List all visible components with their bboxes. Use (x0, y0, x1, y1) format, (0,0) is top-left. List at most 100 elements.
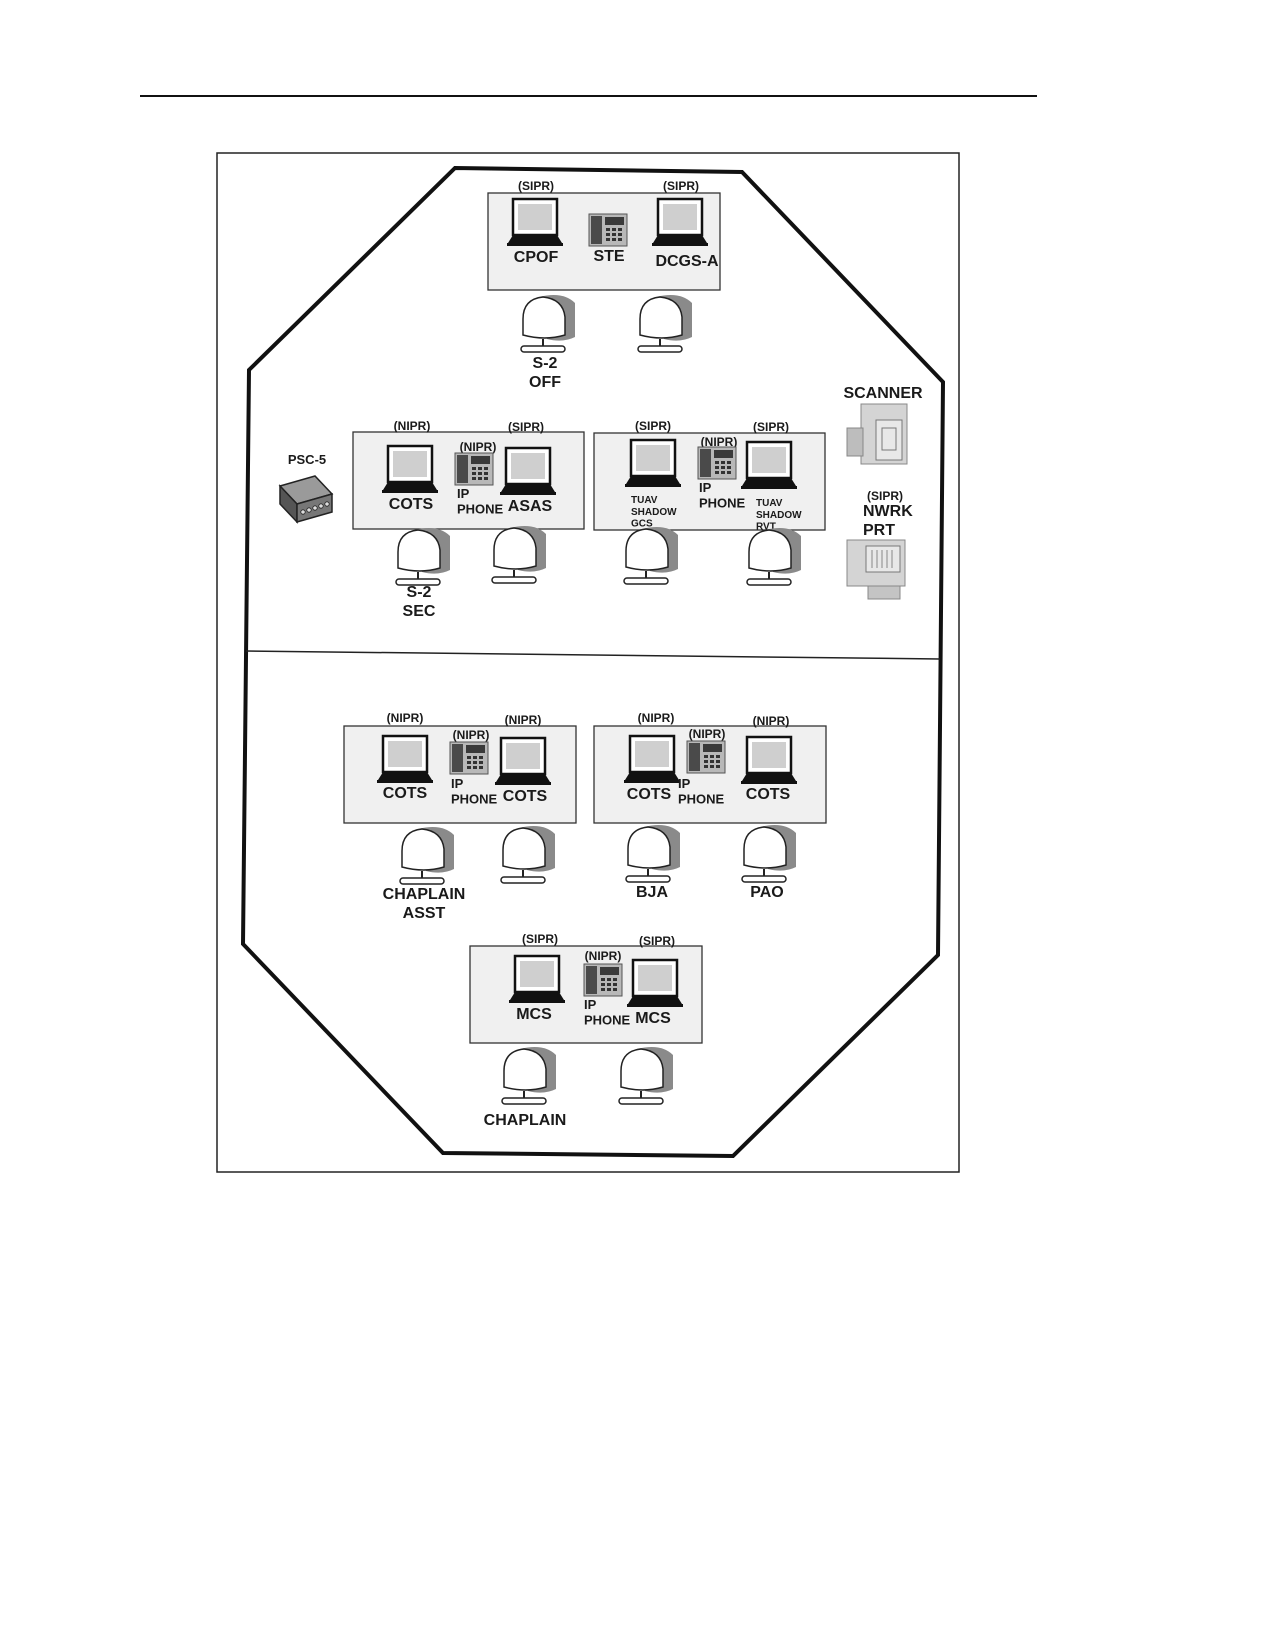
scanner-icon (846, 403, 908, 465)
phone-icon (454, 452, 494, 486)
laptop-icon (623, 438, 683, 489)
seat (618, 1046, 674, 1105)
workstation-mcs: (SIPR) MCS (507, 932, 567, 1023)
device-label: COTS (746, 786, 791, 803)
laptop-icon (493, 736, 553, 787)
seat-label: PAO (750, 884, 783, 901)
device-label: COTS (627, 786, 672, 803)
room-divider (245, 650, 941, 660)
chair-icon (500, 825, 556, 884)
seat (491, 525, 547, 584)
seat (399, 826, 455, 885)
laptop-icon (375, 734, 435, 785)
phone-icon (697, 446, 737, 480)
laptop-icon (739, 440, 799, 491)
chair-icon (399, 826, 455, 885)
seat (637, 294, 693, 353)
laptop-icon (380, 444, 440, 495)
radio-icon (278, 475, 334, 524)
chair-icon (520, 294, 576, 353)
seat (746, 527, 802, 586)
workstation-cots: (NIPR) COTS (375, 711, 435, 802)
octagon-room-outline (240, 165, 946, 1159)
device-label: MCS (516, 1006, 552, 1023)
figure-frame (216, 152, 960, 1173)
device-label: COTS (503, 788, 548, 805)
printer-icon (846, 539, 906, 600)
network-label: (SIPR) (639, 934, 675, 948)
chair-icon (623, 526, 679, 585)
seat-label: BJA (636, 884, 668, 901)
chair-icon (741, 824, 797, 883)
network-label: (SIPR) (522, 932, 558, 946)
seat (741, 824, 797, 883)
chair-icon (625, 824, 681, 883)
network-label: (NIPR) (387, 711, 424, 725)
network-label: (SIPR) (508, 420, 544, 434)
seat (625, 824, 681, 883)
phone-icon (686, 740, 726, 774)
laptop-icon (739, 735, 799, 786)
device-label: COTS (389, 496, 434, 513)
seat-label: CHAPLAIN (484, 1112, 567, 1129)
device-psc-5: PSC-5 (278, 452, 334, 524)
network-label: (NIPR) (753, 714, 790, 728)
workstation-cots: (NIPR) COTS (380, 419, 440, 513)
seat (520, 294, 576, 353)
seat (623, 526, 679, 585)
laptop-icon (650, 197, 710, 248)
network-label: (NIPR) (394, 419, 431, 433)
network-label: (NIPR) (638, 711, 675, 725)
laptop-icon (507, 954, 567, 1005)
device-label: SCANNER (843, 385, 923, 402)
workstation-cots: (NIPR) COTS (493, 713, 553, 805)
seat (501, 1046, 557, 1105)
phone-icon (588, 213, 628, 247)
network-label: (NIPR) (460, 440, 497, 454)
device-label: PSC-5 (288, 452, 326, 467)
network-label: (NIPR) (453, 728, 490, 742)
chair-icon (618, 1046, 674, 1105)
network-label: (NIPR) (585, 949, 622, 963)
device-label: COTS (383, 785, 428, 802)
workstation-cpof: (SIPR) CPOF (505, 179, 565, 266)
laptop-icon (505, 197, 565, 248)
workstation-cots: (NIPR) COTS (622, 711, 682, 803)
network-label: (SIPR) (867, 489, 903, 503)
device-label: MCS (635, 1010, 671, 1027)
workstation-asas: (SIPR) ASAS (498, 420, 558, 515)
device-label: ASAS (508, 498, 553, 515)
laptop-icon (625, 958, 685, 1009)
network-label: (NIPR) (701, 435, 738, 449)
chair-icon (637, 294, 693, 353)
phone-icon (449, 741, 489, 775)
laptop-icon (622, 734, 682, 785)
device-label: CPOF (514, 249, 559, 266)
device-label: STE (593, 248, 624, 265)
device-scanner: SCANNER (843, 385, 923, 465)
network-label: (SIPR) (635, 419, 671, 433)
network-label: (NIPR) (689, 727, 726, 741)
phone-icon (583, 963, 623, 997)
seat (500, 825, 556, 884)
network-label: (SIPR) (518, 179, 554, 193)
